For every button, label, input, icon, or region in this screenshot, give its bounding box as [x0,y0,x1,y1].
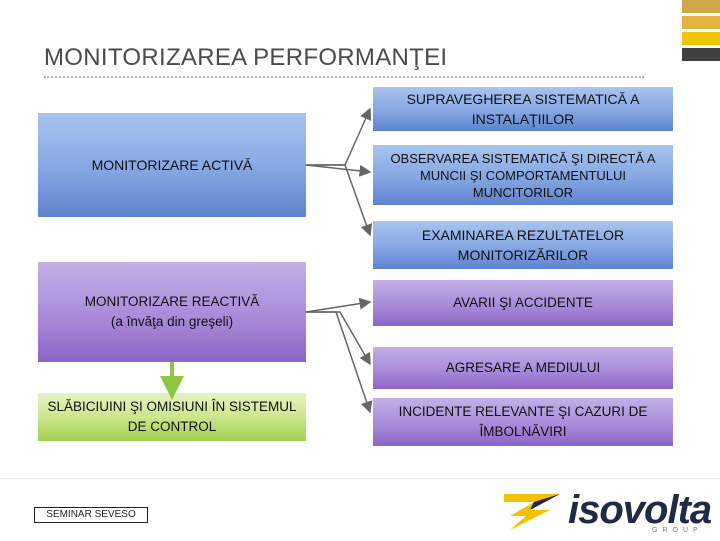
lightning-logo-icon [504,494,560,530]
arrow-to-incidents [306,311,373,414]
title-divider [44,76,644,78]
arrow-to-results [306,164,373,237]
arrow-to-observation [305,164,372,177]
installation-supervision-label: SUPRAVEGHEREA SISTEMATICĂ A INSTALAŢIILO… [406,91,640,127]
work-observation-box: OBSERVAREA SISTEMATICĂ ŞI DIRECTĂ A MUNC… [373,145,673,205]
environment-box: AGRESARE A MEDIULUI [373,347,673,389]
arrow-to-installation [306,107,372,166]
environment-label: AGRESARE A MEDIULUI [445,360,601,375]
incidents-label: INCIDENTE RELEVANTE ŞI CAZURI DE ÎMBOLNĂ… [398,404,648,439]
reactive-monitoring-label: MONITORIZARE REACTIVĂ [84,294,260,309]
monitoring-results-label: EXAMINAREA REZULTATELOR MONITORIZĂRILOR [421,227,625,263]
accidents-label: AVARII ŞI ACCIDENTE [453,295,593,310]
reactive-monitoring-box: MONITORIZARE REACTIVĂ (a învăţa din greş… [38,262,306,362]
work-observation-label: OBSERVAREA SISTEMATICĂ ŞI DIRECTĂ A MUNC… [390,150,656,200]
installation-supervision-box: SUPRAVEGHEREA SISTEMATICĂ A INSTALAŢIILO… [373,87,673,131]
corner-decoration [682,0,720,64]
page-title: MONITORIZAREA PERFORMANŢEI [44,44,448,71]
seminar-badge: SEMINAR SEVESO [34,507,148,523]
company-logo-text: isovolta [568,488,712,532]
active-monitoring-label: MONITORIZARE ACTIVĂ [91,157,253,173]
monitoring-results-box: EXAMINAREA REZULTATELOR MONITORIZĂRILOR [373,221,673,269]
reactive-monitoring-sublabel: (a învăţa din greşeli) [110,314,234,329]
control-weakness-label: SLĂBICIUINI ŞI OMISIUNI ÎN SISTEMUL DE C… [47,399,297,434]
active-monitoring-box: MONITORIZARE ACTIVĂ [38,113,306,217]
arrow-to-accidents [305,297,372,313]
company-logo-subtext: GROUP [652,527,703,534]
control-weakness-box: SLĂBICIUINI ŞI OMISIUNI ÎN SISTEMUL DE C… [38,393,306,441]
accidents-box: AVARII ŞI ACCIDENTE [373,280,673,326]
incidents-box: INCIDENTE RELEVANTE ŞI CAZURI DE ÎMBOLNĂ… [373,398,673,446]
